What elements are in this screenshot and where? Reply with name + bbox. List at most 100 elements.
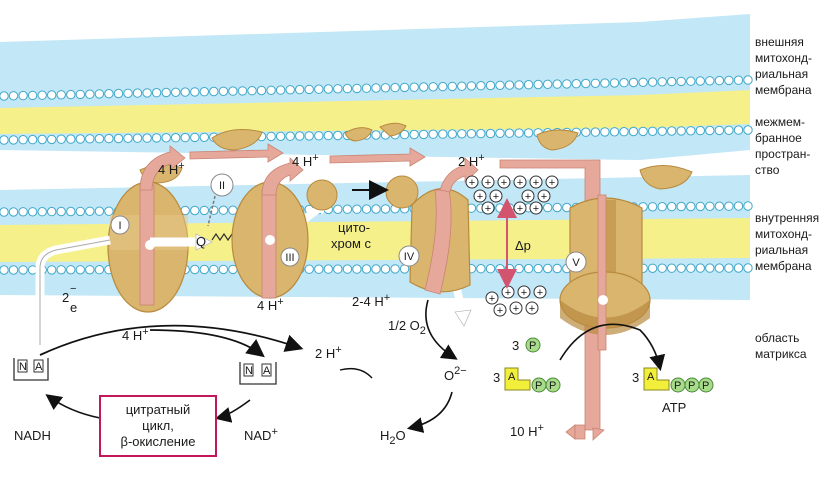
- lipid-bead: [123, 88, 133, 99]
- proton-plus-sign: +: [489, 293, 495, 305]
- lipid-bead: [543, 263, 553, 274]
- proton-plus-sign: +: [541, 191, 547, 203]
- lipid-bead: [94, 206, 105, 216]
- lipid-bead: [27, 90, 38, 101]
- delta-p-arrow: Δp: [497, 198, 531, 289]
- lipid-bead: [714, 263, 725, 273]
- lipid-bead: [323, 130, 333, 141]
- adp-a-letter: A: [508, 371, 516, 383]
- lipid-bead: [352, 264, 362, 274]
- lipid-bead: [667, 263, 677, 273]
- proton-plus-circle: [493, 303, 507, 317]
- lipid-bead: [380, 204, 391, 214]
- lipid-bead: [295, 131, 305, 141]
- lipid-bead: [743, 75, 753, 85]
- lipid-bead: [285, 131, 295, 141]
- outer-membrane-label-1: внешняя: [755, 35, 804, 49]
- lipid-bead: [676, 201, 686, 212]
- electron-charge: −: [70, 283, 76, 295]
- lipid-bead: [533, 79, 543, 90]
- pi-letter: P: [529, 340, 536, 352]
- lipid-bead: [667, 76, 677, 87]
- lipid-bead: [66, 134, 76, 144]
- lipid-bead: [56, 90, 66, 100]
- outer-membrane-label-3: риальная: [755, 67, 808, 81]
- lipid-bead: [256, 85, 267, 96]
- lipid-bead: [447, 129, 457, 139]
- lipid-bead: [56, 265, 66, 275]
- lipid-bead: [342, 264, 353, 274]
- lipid-bead: [190, 87, 200, 97]
- lipid-bead: [323, 84, 333, 94]
- lipid-bead: [209, 86, 219, 97]
- half-o2-label: 1/2 O2: [388, 318, 426, 337]
- complex-II-label: II: [219, 180, 225, 192]
- proton-plus-sign: +: [505, 287, 511, 299]
- lipid-bead: [275, 85, 286, 95]
- lipid-bead: [333, 204, 343, 215]
- lipid-bead: [724, 263, 734, 273]
- proton-label-1: 4 H+: [158, 160, 185, 177]
- lipid-bead: [18, 265, 28, 275]
- lipid-bead: [390, 264, 400, 274]
- proton-plus-sign: +: [513, 303, 519, 315]
- svg-text:A: A: [647, 371, 655, 383]
- lipid-bead: [600, 78, 610, 88]
- lipid-bead: [514, 128, 524, 138]
- lipid-bead: [628, 126, 639, 137]
- electron-label: 2 − e: [62, 283, 77, 315]
- lipid-bead: [399, 129, 410, 140]
- lipid-bead: [371, 204, 381, 214]
- complex-I-badge: [110, 215, 130, 235]
- lipid-bead: [581, 78, 591, 89]
- lipid-bead: [47, 134, 57, 145]
- lipid-bead: [132, 133, 143, 143]
- lipid-bead: [676, 263, 686, 273]
- lipid-bead: [247, 86, 257, 96]
- lipid-bead: [85, 89, 95, 99]
- lipid-bead: [37, 134, 47, 145]
- lipid-bead: [8, 207, 19, 217]
- lipid-bead: [66, 89, 76, 100]
- lipid-bead: [56, 134, 66, 144]
- lipid-bead: [714, 125, 725, 136]
- lipid-bead: [647, 202, 658, 212]
- lipid-bead: [428, 129, 438, 139]
- lipid-bead: [75, 134, 86, 144]
- lipid-bead: [94, 265, 105, 275]
- atp-coefficient: 3: [632, 370, 639, 385]
- lipid-bead: [342, 204, 353, 214]
- lipid-bead: [180, 132, 190, 143]
- lipid-bead: [304, 131, 314, 141]
- lipid-bead: [495, 80, 505, 91]
- lipid-bead: [75, 89, 86, 100]
- lipid-bead: [705, 125, 715, 136]
- lipid-bead: [419, 129, 429, 140]
- svg-text:A: A: [35, 361, 43, 373]
- lipid-bead: [581, 127, 591, 137]
- lipid-bead: [686, 76, 696, 86]
- lipid-bead: [37, 90, 47, 100]
- lipid-bead: [466, 129, 477, 139]
- lipid-bead: [342, 83, 353, 94]
- lipid-bead: [523, 263, 534, 274]
- proton-label-7: 2-4 H+: [352, 292, 390, 309]
- lipid-bead: [590, 127, 601, 137]
- lipid-bead: [66, 265, 76, 275]
- proton-plus-sign: +: [521, 287, 527, 299]
- svg-text:P: P: [688, 380, 695, 392]
- citrate-line-3: β-окисление: [121, 434, 196, 449]
- lipid-bead: [466, 81, 477, 91]
- lipid-bead: [304, 84, 314, 95]
- proton-plus-sign: +: [501, 177, 507, 189]
- svg-text:P: P: [702, 380, 709, 392]
- inner-membrane-label-1: внутренняя: [755, 211, 819, 225]
- atp-synthesis: 3 P 3 A P P 3 A P P P ATP: [493, 323, 714, 415]
- lipid-bead: [352, 83, 362, 94]
- lipid-bead: [724, 201, 734, 211]
- lipid-bead: [314, 84, 324, 94]
- lipid-bead: [0, 135, 9, 145]
- lipid-bead: [266, 131, 276, 142]
- lipid-bead: [571, 79, 581, 89]
- lipid-bead: [590, 78, 601, 89]
